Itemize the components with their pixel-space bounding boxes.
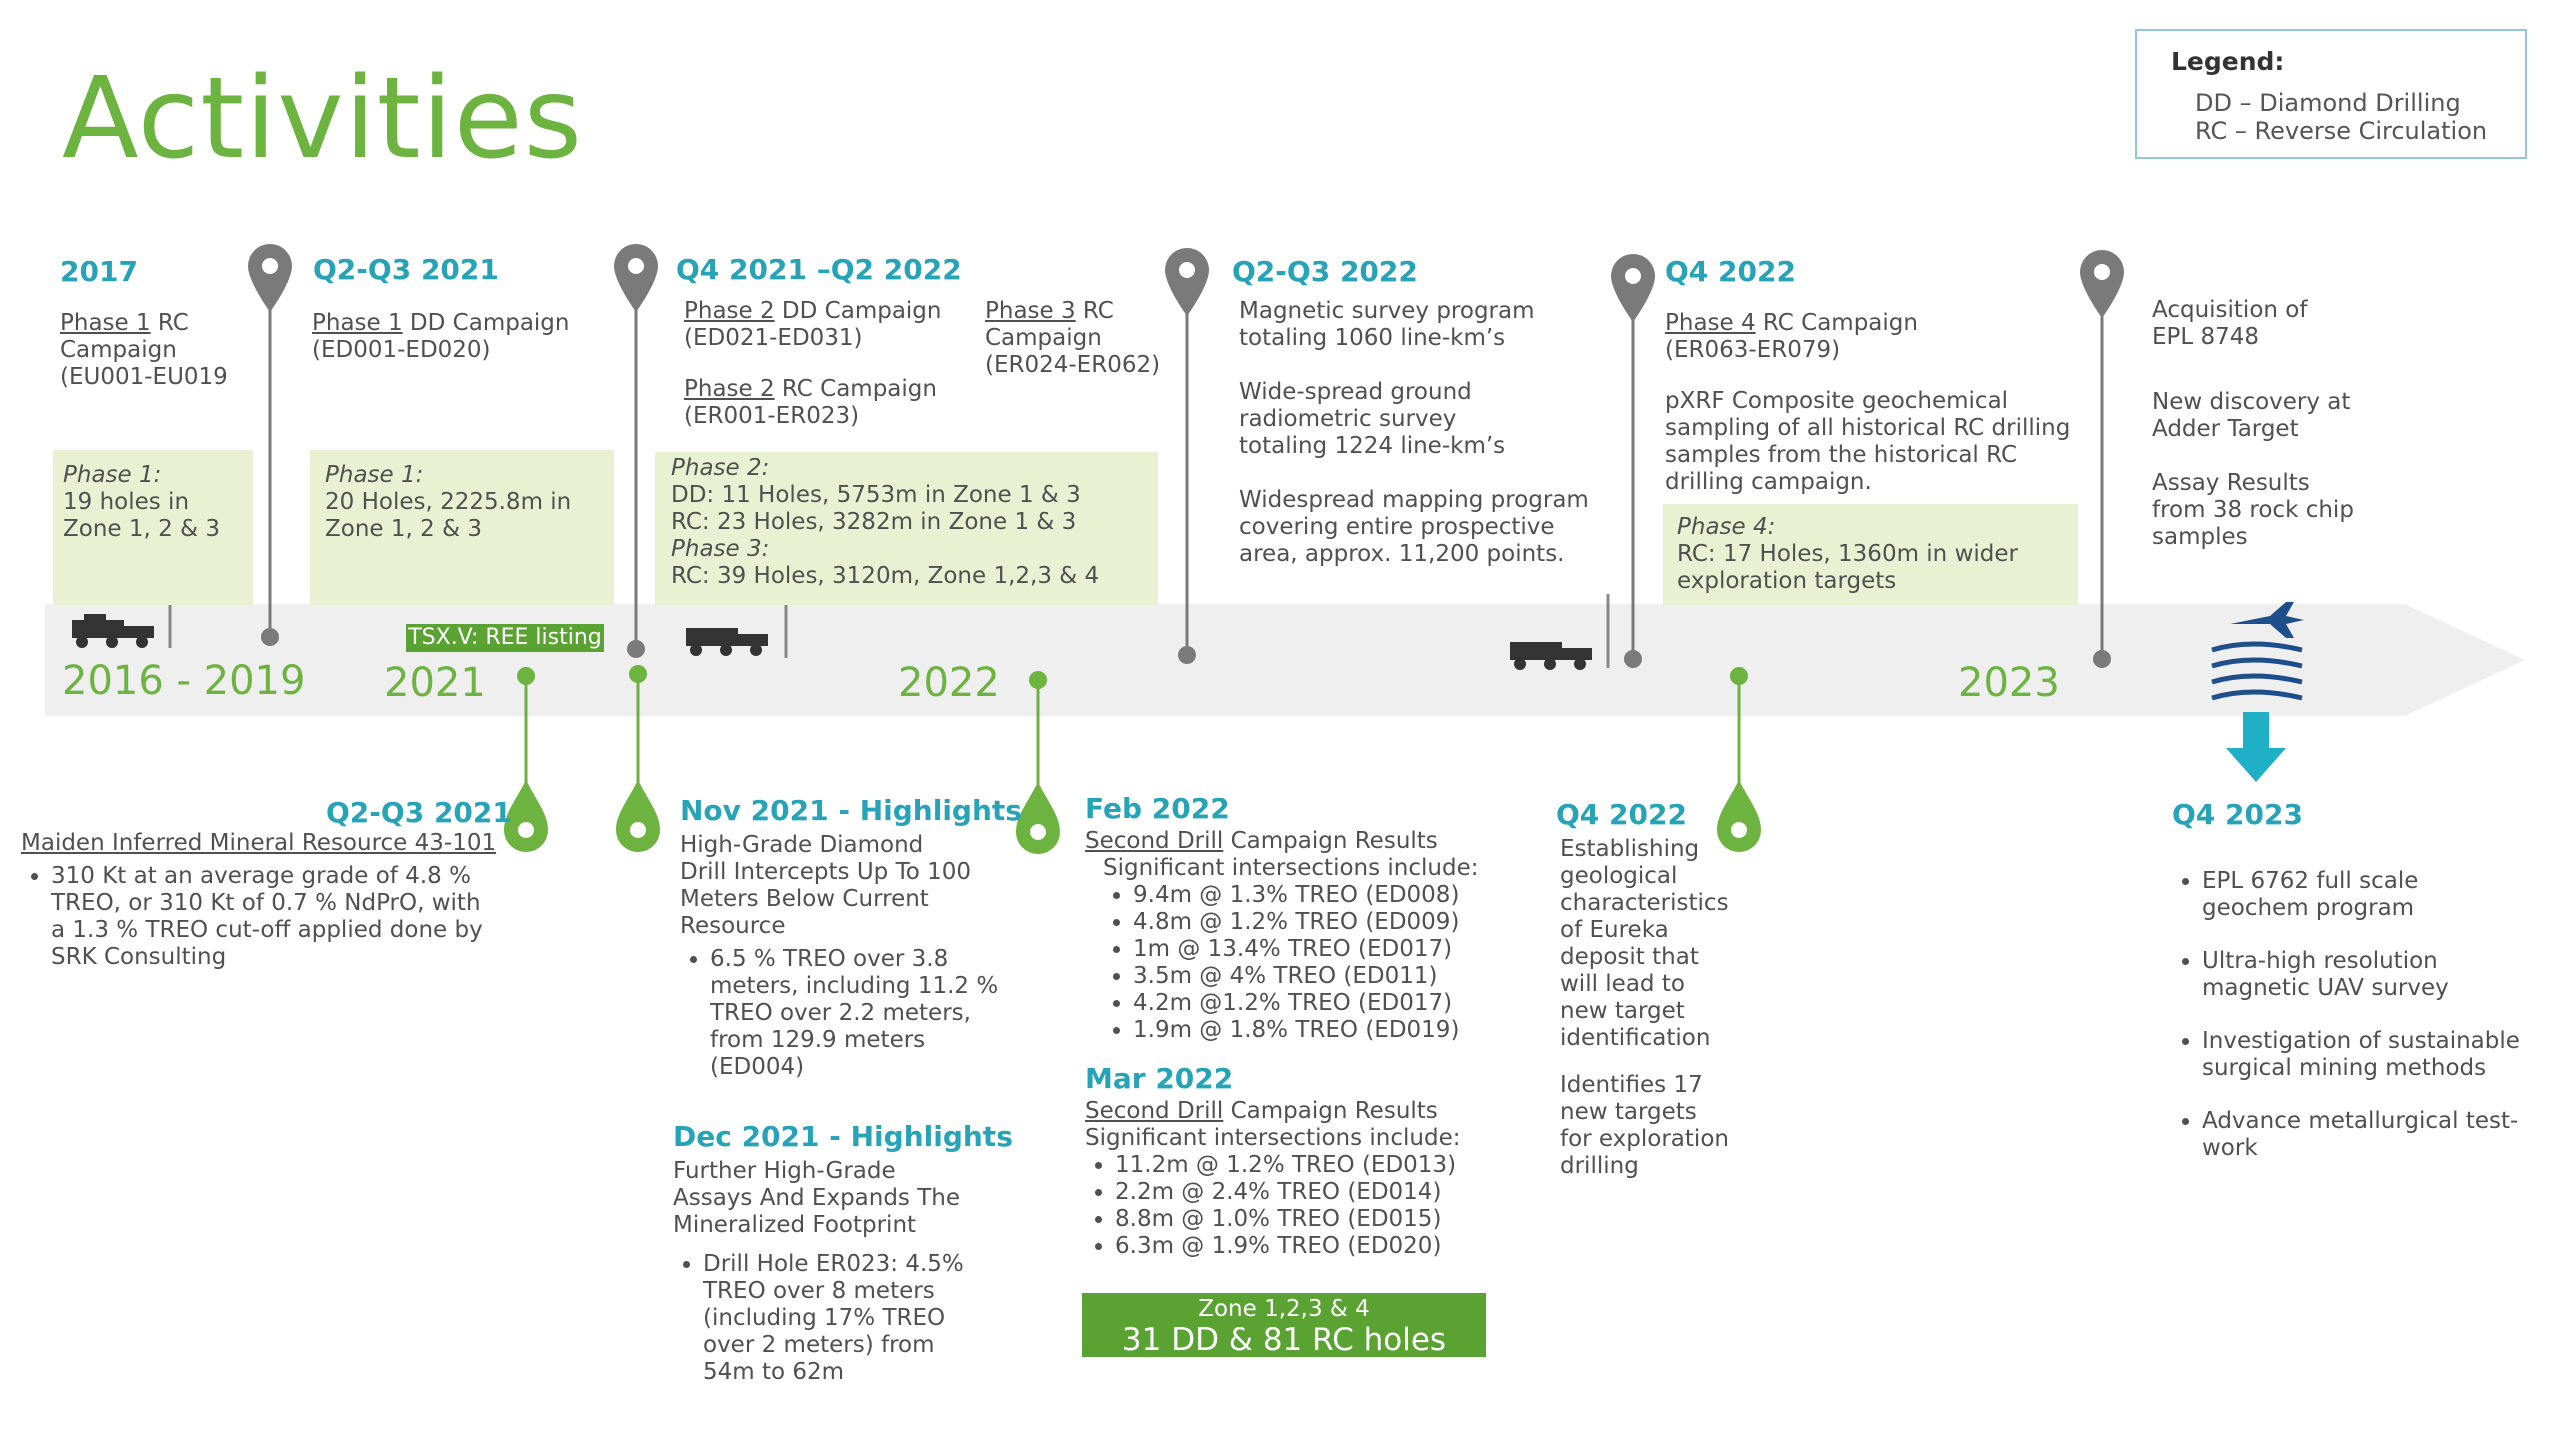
uav-survey-icon (2211, 602, 2304, 701)
text-q2q3-2021: Phase 1 DD Campaign (ED001-ED020) (312, 310, 570, 363)
head-dec-2021: Dec 2021 - Highlights (673, 1120, 1013, 1153)
pin-dot-2021 (261, 628, 279, 646)
legend-heading: Legend: (2171, 47, 2285, 76)
phase1-dd-box (310, 450, 614, 605)
drop-pin-icon (1717, 780, 1761, 852)
truck-drill-icon (1510, 594, 1610, 670)
drop-pin-icon (616, 780, 660, 852)
head-nov-2021: Nov 2021 - Highlights (680, 794, 1022, 827)
head-bottom-q4-2022: Q4 2022 (1556, 798, 1687, 831)
box-text-phase2-3: Phase 2: DD: 11 Holes, 5753m in Zone 1 &… (671, 455, 1100, 589)
text-mar-2022: Second Drill Campaign Results Significan… (1085, 1098, 1505, 1260)
head-feb-2022: Feb 2022 (1085, 792, 1230, 825)
text-q4-2022: Phase 4 RC Campaign (ER063-ER079) pXRF C… (1665, 310, 2071, 495)
head-2017: 2017 (60, 255, 138, 288)
phase2-3-box (655, 452, 1158, 605)
year-2016-2019: 2016 - 2019 (62, 658, 306, 704)
pin-dot-2022c (1624, 650, 1642, 668)
pin-dot-2022b (1178, 646, 1196, 664)
head-q2q3-2022: Q2-Q3 2022 (1232, 255, 1418, 288)
map-pin-icon (1611, 254, 1655, 322)
year-2023: 2023 (1958, 660, 2060, 706)
pin-dot-2022a (627, 640, 645, 658)
text-phase2-dd: Phase 2 DD Campaign (ED021-ED031) (684, 298, 942, 351)
map-pin-icon (2080, 250, 2124, 318)
total-holes-box: Zone 1,2,3 & 4 31 DD & 81 RC holes drill… (1082, 1293, 1486, 1391)
head-mar-2022: Mar 2022 (1085, 1062, 1234, 1095)
head-q2q3-2021: Q2-Q3 2021 (313, 253, 499, 286)
head-bottom-q2q3-2021: Q2-Q3 2021 (326, 796, 512, 829)
map-pin-icon (1165, 248, 1209, 316)
map-pin-icon (248, 244, 292, 312)
legend-item-rc: RC – Reverse Circulation (2195, 117, 2488, 145)
head-q4-2022: Q4 2022 (1665, 255, 1796, 288)
tsx-listing-badge: TSX.V: REE listing (406, 624, 604, 652)
phase4-box (1663, 504, 2078, 605)
text-phase2-rc: Phase 2 RC Campaign (ER001-ER023) (684, 376, 937, 429)
text-maiden-resource: Maiden Inferred Mineral Resource 43-101 … (21, 830, 511, 971)
drop-pin-icon (1016, 782, 1060, 854)
map-pin-icon (614, 244, 658, 312)
page-title: Activities (62, 54, 583, 184)
down-arrow-icon (2226, 712, 2286, 782)
text-2017: Phase 1 RC Campaign(EU001-EU019 (60, 310, 228, 390)
pin-dot-2023 (2093, 650, 2111, 668)
timeline-arrow (45, 604, 2525, 716)
year-2022: 2022 (898, 660, 1000, 706)
head-q4-2023: Q4 2023 (2172, 798, 2303, 831)
text-phase3-rc: Phase 3 RC Campaign(ER024-ER062) (985, 298, 1161, 378)
legend-item-dd: DD – Diamond Drilling (2195, 89, 2461, 117)
legend-box: Legend: DD – Diamond Drilling RC – Rever… (2135, 29, 2527, 159)
text-feb-2022: Second Drill Campaign Results Significan… (1085, 828, 1505, 1044)
head-q4-2021-q2-2022: Q4 2021 –Q2 2022 (676, 253, 962, 286)
drop-pin-icon (504, 780, 548, 852)
phase1-rc-box (53, 450, 253, 605)
year-2021: 2021 (384, 660, 486, 706)
truck-drill-icon (686, 590, 788, 658)
